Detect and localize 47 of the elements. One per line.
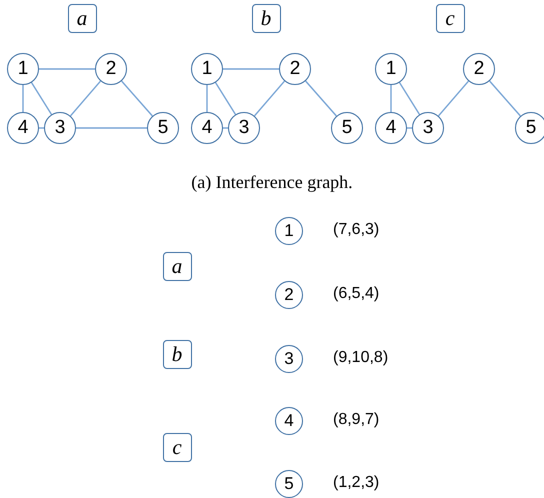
edge-line (206, 85, 208, 112)
vertex-circle: 3 (228, 112, 260, 144)
vertex-circle: 2 (279, 53, 311, 85)
tuple-label: (9,10,8) (333, 349, 388, 367)
graph-label-box: c (436, 4, 464, 32)
vertex-circle: 1 (7, 53, 39, 85)
graph-label-box: a (68, 4, 96, 32)
vertex-circle: 5 (515, 112, 544, 144)
tuple-label: (6,5,4) (333, 285, 380, 303)
edge-line (22, 85, 24, 112)
vertex-circle: 3 (275, 345, 303, 373)
edge-line (214, 82, 236, 115)
vertex-circle: 2 (463, 53, 495, 85)
graph-label-box: a (162, 252, 192, 280)
graph-label-box: b (252, 4, 280, 32)
vertex-circle: 4 (375, 112, 407, 144)
vertex-circle: 1 (375, 53, 407, 85)
vertex-circle: 1 (275, 217, 303, 245)
vertex-circle: 4 (275, 407, 303, 435)
vertex-circle: 5 (331, 112, 363, 144)
edge-line (121, 80, 153, 116)
vertex-circle: 5 (147, 112, 179, 144)
vertex-circle: 3 (44, 112, 76, 144)
edge-line (70, 80, 102, 116)
edge-line (398, 82, 420, 115)
vertex-circle: 4 (7, 112, 39, 144)
graph-label-box: c (162, 432, 192, 462)
edge-line (305, 80, 337, 116)
vertex-circle: 2 (95, 53, 127, 85)
graph-label-box: b (162, 340, 192, 368)
vertex-circle: 4 (191, 112, 223, 144)
vertex-circle: 1 (191, 53, 223, 85)
tuple-label: (1,2,3) (333, 474, 380, 492)
edge-line (76, 127, 147, 129)
tuple-label: (8,9,7) (333, 411, 380, 429)
vertex-circle: 3 (412, 112, 444, 144)
vertex-circle: 5 (275, 470, 303, 498)
edge-line (254, 80, 286, 116)
edge-line (390, 85, 392, 112)
tuple-label: (7,6,3) (333, 221, 380, 239)
vertex-circle: 2 (275, 281, 303, 309)
edge-line (223, 68, 279, 70)
edge-line (438, 80, 470, 116)
edge-line (30, 82, 52, 115)
edge-line (489, 80, 521, 116)
subfigure-caption: (a) Interference graph. (190, 172, 354, 193)
edge-line (39, 68, 95, 70)
